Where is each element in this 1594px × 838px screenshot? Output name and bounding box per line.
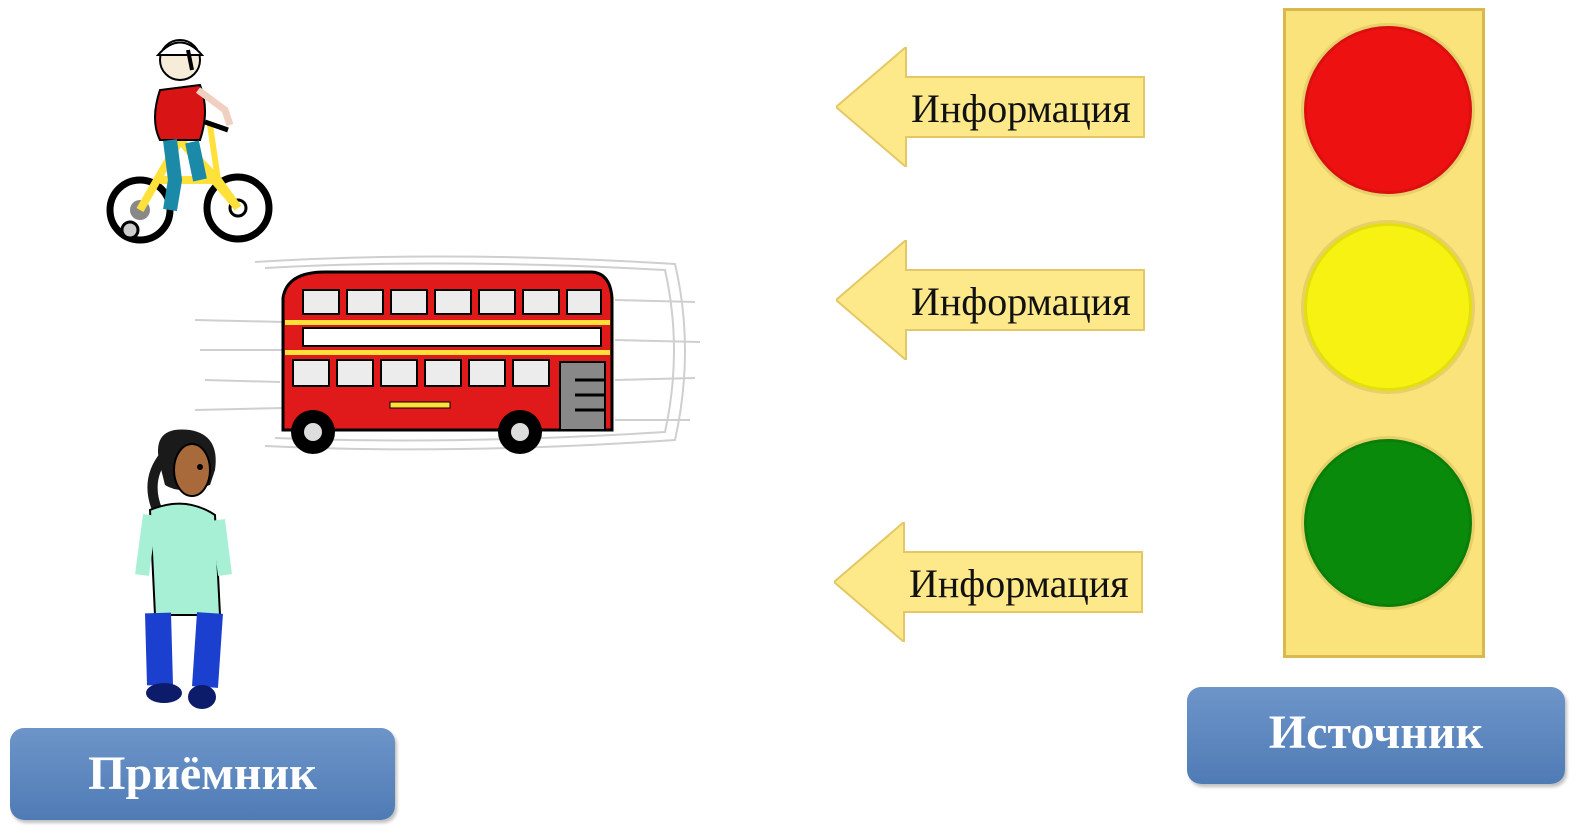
receiver-label: Приёмник xyxy=(88,747,317,800)
source-label: Источник xyxy=(1268,706,1484,759)
yellow-lamp xyxy=(1304,223,1472,391)
person-illustration xyxy=(135,429,232,709)
information-arrow: Информация xyxy=(836,240,1146,360)
bus-illustration xyxy=(195,255,701,454)
red-lamp xyxy=(1304,26,1472,194)
arrow-label: Информация xyxy=(911,279,1131,324)
green-lamp xyxy=(1304,439,1472,607)
receiver-badge: Приёмник xyxy=(10,728,395,820)
left-arrow-icon xyxy=(834,522,1143,642)
source-badge: Источник xyxy=(1187,687,1565,784)
information-arrow: Информация xyxy=(834,522,1144,642)
arrow-label: Информация xyxy=(911,86,1131,131)
cyclist-illustration xyxy=(106,39,273,244)
arrow-label: Информация xyxy=(909,561,1129,606)
information-arrow: Информация xyxy=(836,47,1146,167)
left-arrow-icon xyxy=(836,240,1145,360)
left-arrow-icon xyxy=(836,47,1145,167)
traffic-light xyxy=(1283,8,1485,658)
